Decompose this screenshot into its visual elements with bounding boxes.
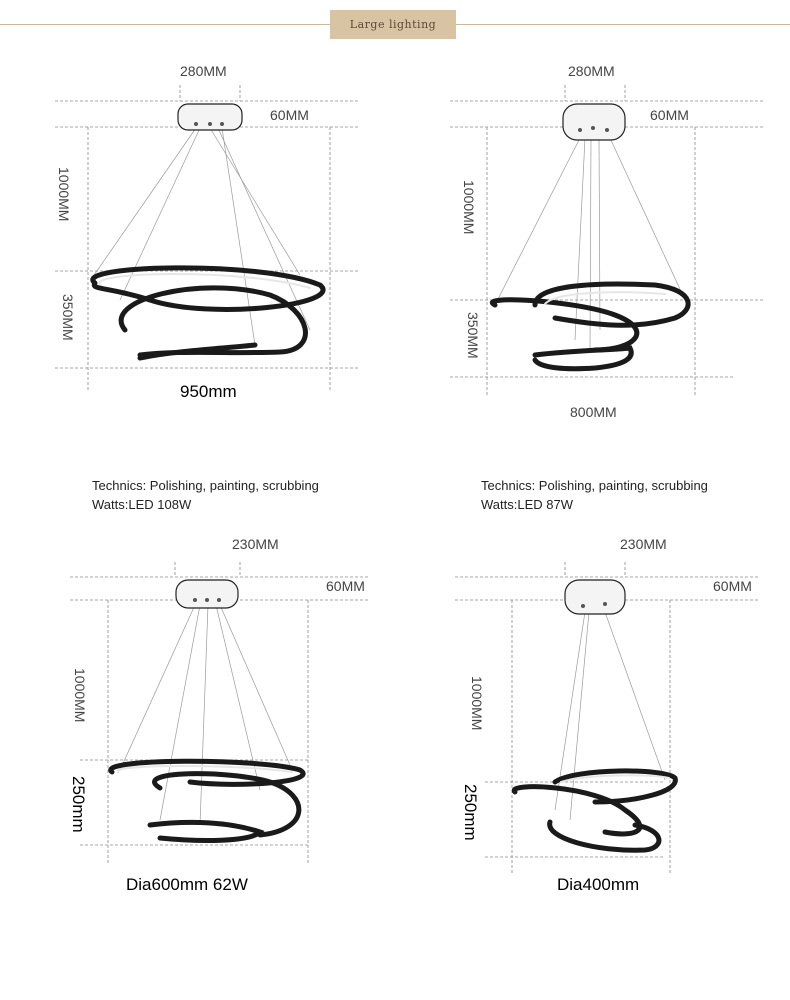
canopy-height-label-2: 60MM xyxy=(650,107,689,123)
diameter-label-2: 800MM xyxy=(570,404,617,420)
diameter-label-1: 950mm xyxy=(180,382,237,401)
cable-length-label-1: 1000MM xyxy=(56,167,72,222)
canopy-width-label-4: 230MM xyxy=(620,536,667,552)
watts-text-2: Watts:LED 87W xyxy=(481,497,573,512)
spec-block-1: Technics: Polishing, painting, scrubbing… xyxy=(92,476,319,514)
lamp-drawing-4 xyxy=(455,562,760,875)
product-diagram-4: 230MM 60MM 1000MM 250mm Dia400mm xyxy=(395,520,790,920)
canopy-width-label-3: 230MM xyxy=(232,536,279,552)
section-title-badge: Large lighting xyxy=(330,10,456,39)
header-rule-left xyxy=(0,24,330,25)
ring-height-label-1: 350MM xyxy=(60,294,76,341)
technics-text-2: Technics: Polishing, painting, scrubbing xyxy=(481,478,708,493)
technics-text-1: Technics: Polishing, painting, scrubbing xyxy=(92,478,319,493)
caption-label-3: Dia600mm 62W xyxy=(126,875,248,894)
header-rule-right xyxy=(456,24,790,25)
lamp-drawing-2 xyxy=(450,85,765,395)
cable-length-label-3: 1000MM xyxy=(72,668,88,723)
lamp-drawing-1 xyxy=(55,85,360,390)
canopy-width-label-2: 280MM xyxy=(568,63,615,79)
canopy-width-label-1: 280MM xyxy=(180,63,227,79)
product-diagram-2: 280MM 60MM 1000MM 350MM 800MM xyxy=(395,0,790,440)
cable-length-label-2: 1000MM xyxy=(461,180,477,235)
product-diagram-1: 280MM 60MM 1000MM 350MM 950mm xyxy=(0,0,395,440)
ring-height-label-3: 250mm xyxy=(69,776,88,833)
ring-height-label-4: 250mm xyxy=(461,784,480,841)
canopy-height-label-3: 60MM xyxy=(326,578,365,594)
cable-length-label-4: 1000MM xyxy=(469,676,485,731)
watts-text-1: Watts:LED 108W xyxy=(92,497,192,512)
product-diagram-3: 230MM 60MM 1000MM 250mm Dia600mm 62W xyxy=(0,520,395,920)
ring-height-label-2: 350MM xyxy=(465,312,481,359)
spec-block-2: Technics: Polishing, painting, scrubbing… xyxy=(481,476,708,514)
lamp-drawing-3 xyxy=(70,562,370,865)
canopy-height-label-4: 60MM xyxy=(713,578,752,594)
canopy-height-label-1: 60MM xyxy=(270,107,309,123)
caption-label-4: Dia400mm xyxy=(557,875,640,894)
